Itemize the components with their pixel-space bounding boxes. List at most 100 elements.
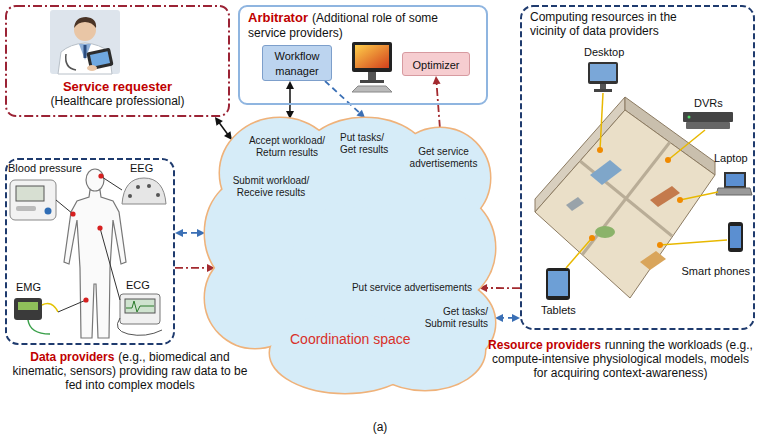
emg-screen	[18, 302, 38, 310]
role-heading: Arbitrator	[248, 10, 308, 25]
connector-line	[325, 81, 361, 114]
edge-label: Put tasks/ Get results	[340, 132, 400, 156]
dvr-light	[688, 116, 691, 119]
tablet	[86, 48, 113, 71]
connector-line	[218, 122, 228, 135]
leader-dot	[589, 235, 595, 241]
tie	[84, 45, 87, 58]
monitor	[352, 42, 392, 72]
edge-label: Get tasks/ Submit results	[418, 306, 488, 330]
dvr-box	[686, 122, 730, 129]
arrowhead	[286, 81, 294, 89]
desktop-screen	[590, 64, 616, 81]
body-head	[86, 169, 104, 191]
sensor-wire	[102, 177, 122, 190]
edge-label-box: Put tasks/ Get results	[340, 132, 400, 156]
arrowhead	[215, 117, 223, 126]
edge-label-box: Get tasks/ Submit results	[418, 306, 488, 330]
stethoscope	[66, 54, 76, 70]
bp-monitor	[10, 180, 56, 220]
laptop-display	[726, 174, 744, 186]
edge-label-box: Accept workload/ Return results	[241, 135, 333, 159]
text-group: Resource providersrunning the workloads …	[488, 338, 753, 380]
eeg-electrode	[128, 194, 132, 198]
part-label: Laptop	[714, 152, 748, 165]
ecg-cable	[117, 318, 162, 335]
arrowhead	[175, 229, 183, 237]
phone-body	[728, 222, 743, 252]
part-label: ECG	[126, 279, 150, 292]
sensor-wire	[100, 228, 120, 300]
laptop-screen	[724, 172, 746, 188]
part-label-box: ECG	[126, 279, 150, 292]
text-group: Workflow manager	[263, 46, 331, 80]
part-label-box: EMG	[16, 281, 41, 294]
bed	[590, 160, 622, 185]
part-label-box: Blood pressure	[8, 162, 82, 175]
leader-dot	[677, 197, 683, 203]
arrowhead	[224, 131, 232, 140]
emg-device	[14, 298, 42, 320]
leader-dot	[657, 242, 663, 248]
part-label-box: Desktop	[584, 46, 624, 59]
connector	[286, 81, 294, 119]
process-label: Workflow manager	[274, 50, 319, 77]
doctor-photo	[50, 10, 120, 74]
box-outline	[5, 158, 175, 345]
cabinet	[566, 197, 584, 211]
hair	[74, 17, 96, 28]
eeg-electrode	[136, 185, 140, 189]
requester-box: Service requester(Healthcare professiona…	[5, 5, 230, 117]
tablet-screen	[548, 271, 568, 296]
connector-line	[181, 232, 199, 234]
part-label: Smart phones	[682, 265, 750, 278]
sensor-dot	[97, 225, 102, 230]
edge-label: Put service advertisements	[342, 282, 472, 294]
text-group: Service requester(Healthcare professiona…	[5, 5, 230, 113]
keyboard	[352, 86, 392, 92]
text-group: Optimizer	[408, 55, 463, 74]
part-label-box: Laptop	[714, 152, 748, 165]
desktop-monitor	[588, 62, 618, 84]
desktop-stand	[600, 84, 606, 89]
cloud-title: Coordination space	[290, 331, 411, 347]
text-group: Data providers(e.g., biomedical and kine…	[5, 350, 255, 392]
box-outline	[520, 5, 755, 330]
emg-cable	[42, 304, 58, 312]
desktop-base	[594, 89, 612, 92]
process-label: Optimizer	[412, 59, 459, 71]
part-label: EMG	[16, 281, 41, 294]
part-label: Tablets	[541, 304, 576, 317]
role-heading: Service requester	[11, 79, 224, 94]
bp-key	[16, 206, 36, 211]
part-label: DVRs	[694, 97, 723, 110]
connector	[175, 229, 205, 237]
computer-icon	[352, 42, 392, 92]
part-label-box: EEG	[130, 162, 153, 175]
part-label-box: Smart phones	[682, 265, 750, 278]
edge-label: Get service advertisements	[406, 146, 481, 170]
ecg-device	[120, 294, 160, 324]
connector-line	[175, 267, 209, 269]
body-outline	[64, 190, 126, 338]
leader-dot	[665, 157, 671, 163]
device-icons	[546, 62, 752, 300]
sensor-wire	[58, 300, 86, 312]
box-border	[521, 6, 754, 329]
leader-line	[668, 130, 705, 160]
leader-line	[660, 240, 727, 245]
arrowhead	[433, 76, 441, 84]
leader-line	[600, 93, 603, 150]
role-heading: Data providers	[30, 350, 114, 364]
process-box: Workflow manager	[262, 45, 332, 81]
caption-box: (a)	[320, 420, 440, 434]
connector-line	[289, 87, 291, 113]
text-group: Coordination space	[290, 330, 411, 348]
dvr-box	[683, 112, 733, 122]
process-box: Optimizer	[402, 52, 470, 76]
connector	[175, 264, 215, 272]
connector	[325, 81, 365, 118]
ecg-screen	[125, 299, 155, 313]
text-group: Computing resources in the vicinity of d…	[530, 10, 710, 38]
